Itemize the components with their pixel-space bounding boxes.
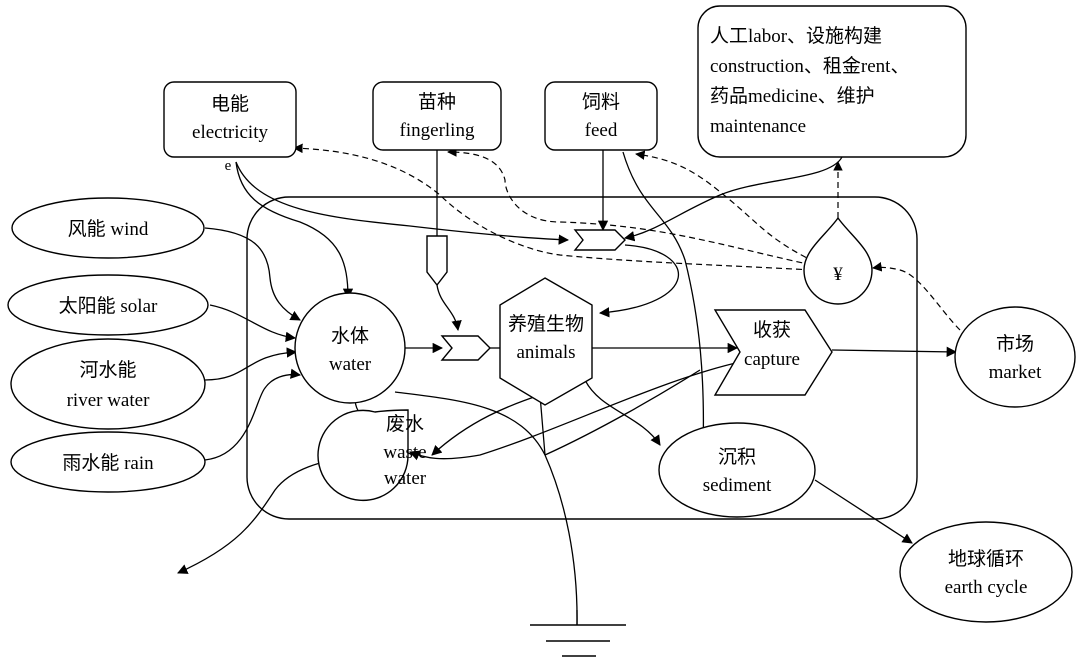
- source-electricity: 电能 electricity: [163, 81, 297, 158]
- earth-cycle-label-en: earth cycle: [945, 577, 1028, 598]
- animals-label-en: animals: [516, 342, 575, 363]
- flow-animals-to-waste-water: [431, 394, 541, 456]
- electricity-label-cn: 电能: [211, 93, 249, 115]
- flow-electricity-to-water: [235, 161, 354, 300]
- energy-flows: [177, 150, 958, 626]
- river-label-en: river water: [67, 390, 150, 411]
- source-solar: 太阳能 solar: [7, 274, 209, 336]
- feed-label-cn: 饲料: [582, 91, 620, 113]
- transaction-capture: 收获 capture: [713, 309, 833, 396]
- source-river-water: 河水能 river water: [10, 338, 206, 430]
- storage-sediment: 沉积 sediment: [658, 422, 816, 518]
- money-yen-to-fingerling: [447, 147, 813, 266]
- waste-water-label-cn: 废水: [386, 413, 424, 435]
- market-label-cn: 市场: [996, 333, 1034, 355]
- money-yen-to-electricity: [293, 143, 813, 271]
- source-fingerling: 苗种 fingerling: [372, 81, 502, 151]
- flow-feed-interaction-to-animals: [598, 244, 679, 318]
- workgate-feed: [573, 229, 626, 251]
- feed-label-en: feed: [585, 120, 618, 141]
- sediment-label-cn: 沉积: [718, 446, 756, 468]
- market-label-en: market: [989, 362, 1042, 383]
- flow-solar-to-water: [209, 304, 297, 343]
- source-feed: 饲料 feed: [544, 81, 658, 151]
- flow-animals-to-sediment: [584, 379, 661, 446]
- flow-capture-to-heat-sink: [544, 369, 701, 456]
- money-yen-to-feed: [635, 150, 816, 263]
- sink-market: 市场 market: [954, 306, 1076, 408]
- flow-feed-to-sediment: [622, 151, 709, 452]
- system-boundary: [246, 196, 918, 520]
- money-market-to-yen: [872, 262, 961, 331]
- inputs-line-4: maintenance: [710, 116, 806, 137]
- inputs-line-2: construction、租金rent、: [710, 55, 909, 77]
- consumer-animals: 养殖生物 animals: [499, 277, 593, 406]
- flow-rain-to-water: [204, 368, 302, 461]
- electricity-label-en: electricity: [192, 122, 268, 143]
- flow-sediment-to-earth-cycle: [814, 479, 913, 544]
- flow-inputs-to-feed-interaction: [623, 156, 843, 242]
- waste-water-label-en-2: water: [384, 468, 427, 489]
- earth-cycle-label-cn: 地球循环: [948, 548, 1024, 570]
- inputs-line-3: 药品medicine、维护: [710, 85, 875, 107]
- capture-label-cn: 收获: [753, 319, 791, 341]
- flow-wind-to-water: [204, 227, 301, 321]
- inputs-line-1: 人工labor、设施构建: [710, 25, 882, 47]
- rain-label: 雨水能 rain: [62, 452, 154, 474]
- source-rain: 雨水能 rain: [10, 431, 206, 493]
- sink-earth-cycle: 地球循环 earth cycle: [899, 521, 1073, 623]
- fingerling-label-en: fingerling: [400, 120, 475, 141]
- waste-water-label-en-1: waste: [383, 442, 426, 463]
- flow-fingerling-to-animals: [436, 284, 462, 332]
- wind-label: 风能 wind: [68, 218, 149, 240]
- water-label-en: water: [329, 354, 372, 375]
- workgate-water-animals: [440, 335, 491, 361]
- flow-animals-to-heat-sink: [539, 394, 546, 456]
- solar-label: 太阳能 solar: [59, 295, 158, 317]
- money-storage: ¥: [803, 216, 873, 305]
- flow-capture-to-market: [831, 346, 958, 358]
- flow-capture-to-waste-water: [409, 361, 741, 461]
- storage-waste-water: 废水 waste water: [317, 409, 427, 502]
- storage-water: 水体 water: [294, 292, 406, 404]
- flow-river-to-water: [204, 347, 298, 381]
- workgate-fingerling: [426, 235, 448, 287]
- sediment-label-en: sediment: [703, 475, 772, 496]
- money-flows: [293, 143, 961, 331]
- flow-electricity-to-feed-interaction: [235, 161, 570, 245]
- animals-label-cn: 养殖生物: [508, 313, 584, 335]
- electricity-tag: e: [225, 158, 232, 174]
- source-purchased-inputs: 人工labor、设施构建 construction、租金rent、 药品medi…: [697, 5, 967, 158]
- heat-sink-icon: [530, 610, 626, 657]
- capture-label-en: capture: [744, 349, 800, 370]
- yen-symbol: ¥: [833, 264, 843, 285]
- fingerling-label-cn: 苗种: [418, 91, 456, 113]
- river-label-cn: 河水能: [79, 359, 136, 381]
- source-wind: 风能 wind: [11, 197, 205, 259]
- water-label-cn: 水体: [331, 325, 369, 347]
